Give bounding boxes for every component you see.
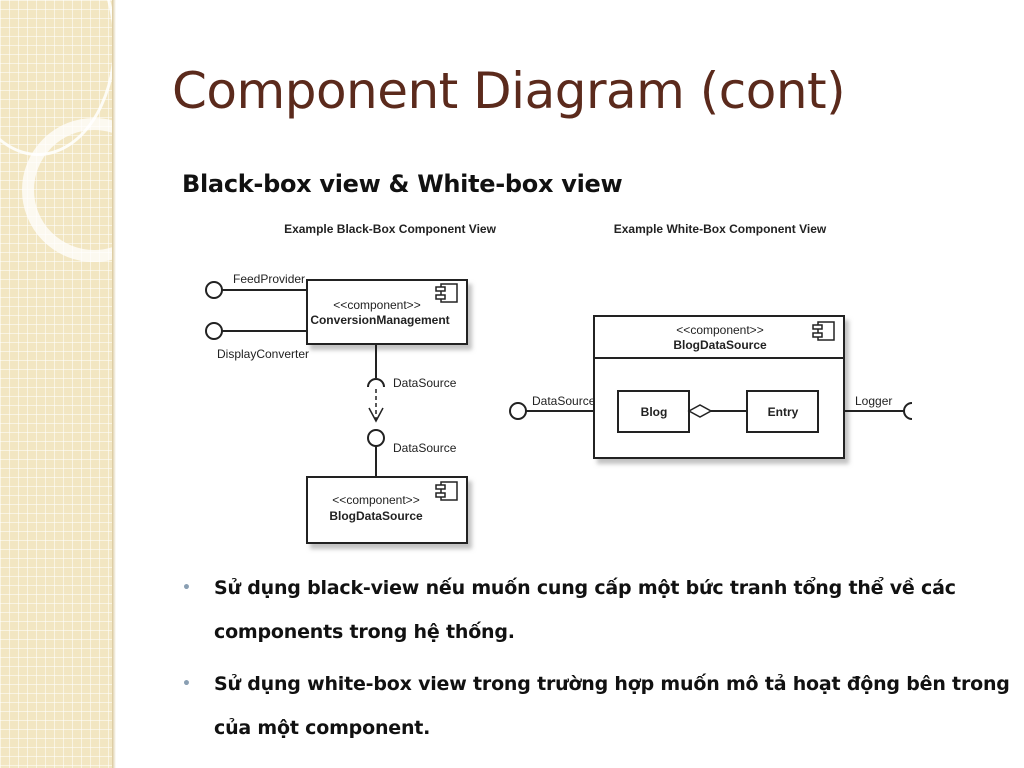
- dependency-arrowhead: [368, 407, 384, 423]
- sidebar-edge: [112, 0, 116, 768]
- bullet-dot-icon: •: [182, 676, 191, 692]
- datasource-socket-icon: [367, 378, 385, 388]
- bullet-item: • Sử dụng black-view nếu muốn cung cấp m…: [180, 566, 1010, 654]
- conversion-management-stereotype: <<component>>: [333, 298, 420, 312]
- white-box-name: BlogDataSource: [673, 338, 767, 352]
- blog-part-label: Blog: [641, 405, 668, 419]
- bullet-text: Sử dụng black-view nếu muốn cung cấp một…: [214, 577, 956, 643]
- bullet-dot-icon: •: [182, 580, 191, 596]
- conversion-management-name: ConversionManagement: [310, 313, 449, 327]
- slide-subtitle: Black-box view & White-box view: [182, 170, 623, 198]
- blog-data-source-stereotype: <<component>>: [332, 493, 419, 507]
- component-icon: [812, 321, 835, 341]
- display-converter-interface-icon: [205, 322, 223, 340]
- datasource-provided-interface-icon: [367, 429, 385, 447]
- datasource-provided-label: DataSource: [393, 441, 457, 455]
- component-icon: [435, 481, 458, 501]
- datasource-required-label: DataSource: [393, 376, 457, 390]
- black-box-caption: Example Black-Box Component View: [284, 222, 497, 236]
- display-converter-label: DisplayConverter: [217, 347, 309, 361]
- bullet-item: • Sử dụng white-box view trong trường hợ…: [180, 662, 1010, 750]
- feed-provider-label: FeedProvider: [233, 272, 305, 286]
- blog-part: [617, 390, 690, 433]
- white-box-datasource-label: DataSource: [532, 394, 596, 408]
- bullet-text: Sử dụng white-box view trong trường hợp …: [214, 673, 1010, 739]
- white-box-datasource-interface-icon: [509, 402, 527, 420]
- slide-title: Component Diagram (cont): [172, 62, 846, 120]
- bullet-list: • Sử dụng black-view nếu muốn cung cấp m…: [180, 566, 1010, 758]
- blog-data-source-name: BlogDataSource: [329, 509, 423, 523]
- component-icon: [435, 283, 458, 303]
- logger-socket-icon: [903, 402, 913, 420]
- entry-part: [746, 390, 819, 433]
- logger-label: Logger: [855, 394, 892, 408]
- feed-provider-interface-icon: [205, 281, 223, 299]
- white-box-stereotype: <<component>>: [676, 323, 763, 337]
- entry-part-label: Entry: [768, 405, 799, 419]
- white-box-component: [593, 315, 845, 459]
- white-box-caption: Example White-Box Component View: [614, 222, 827, 236]
- decorative-sidebar: [0, 0, 112, 768]
